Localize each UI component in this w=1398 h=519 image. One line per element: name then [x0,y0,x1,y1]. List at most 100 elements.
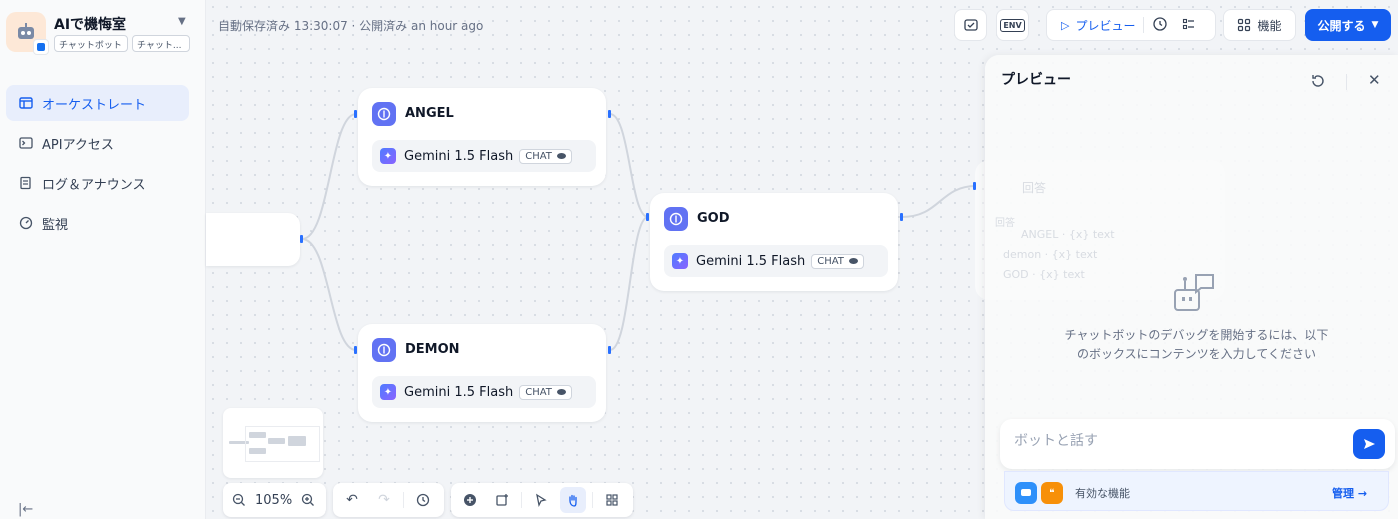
llm-node-god[interactable]: GOD ✦ Gemini 1.5 Flash CHAT [650,193,898,291]
zoom-out-icon[interactable] [229,487,249,513]
zoom-level[interactable]: 105% [255,492,293,508]
node-handle[interactable] [900,213,903,221]
manage-features-link[interactable]: 管理 → [1332,487,1368,500]
llm-node-angel[interactable]: ANGEL ✦ Gemini 1.5 Flash CHAT [358,88,606,186]
model-name: Gemini 1.5 Flash [404,384,514,400]
collapse-sidebar-icon[interactable]: |← [18,502,34,517]
preview-title: プレビュー [1001,72,1071,88]
publish-button[interactable]: 公開する ▼ [1305,9,1391,41]
mode-label: CHAT [817,255,844,267]
nav-item-logs[interactable]: ログ＆アナウンス [6,165,189,201]
nav-label: ログ＆アナウンス [42,177,146,193]
llm-node-icon [372,338,396,362]
model-selector[interactable]: ✦ Gemini 1.5 Flash CHAT [372,140,596,172]
preview-button[interactable]: プレビュー [1075,18,1136,33]
canvas-toolbar [451,483,633,517]
nav-item-monitor[interactable]: 監視 [6,205,189,241]
close-icon[interactable]: ✕ [1368,71,1381,89]
features-button[interactable]: 機能 [1223,9,1296,41]
checklist-button[interactable] [954,9,987,41]
chat-input-box [1000,419,1395,469]
play-icon[interactable]: ▷ [1061,18,1070,32]
reset-icon[interactable] [1310,73,1328,91]
app-tag: チャット... [132,35,190,52]
nav-label: オーケストレート [42,97,147,113]
hand-icon[interactable] [560,487,586,513]
node-handle[interactable] [354,110,357,118]
history-toolbar: ↶ ↷ [333,483,444,517]
eye-icon [848,258,858,264]
autosave-status: 自動保存済み 13:30:07 · 公開済み an hour ago [218,19,484,33]
node-handle[interactable] [646,213,649,221]
node-handle[interactable] [354,346,357,354]
app-type-icon [33,39,49,55]
env-icon: ENV [1000,18,1025,32]
terminal-icon [18,135,34,151]
chevron-down-icon[interactable]: ▼ [178,16,186,27]
nav-label: APIアクセス [42,137,114,153]
start-node[interactable] [206,213,300,266]
log-icon [18,175,34,191]
node-handle[interactable] [300,235,303,243]
send-button[interactable] [1353,429,1385,459]
add-node-icon[interactable] [457,487,483,513]
app-header[interactable]: AIで機悔室 ▼ チャットボット チャット... [6,12,200,58]
nav-label: 監視 [42,217,69,233]
node-handle[interactable] [608,346,611,354]
mode-badge: CHAT [519,148,572,164]
node-title: DEMON [405,342,460,357]
add-note-icon[interactable] [489,487,515,513]
answer-var: ANGEL · {x} text [1021,228,1115,241]
node-handle[interactable] [973,182,976,190]
chat-input[interactable] [1014,433,1334,449]
llm-node-demon[interactable]: DEMON ✦ Gemini 1.5 Flash CHAT [358,324,606,422]
app-tag: チャットボット [54,35,128,52]
layout-icon [18,95,34,111]
gauge-icon [18,215,34,231]
publish-label: 公開する [1317,18,1366,33]
gemini-icon: ✦ [672,253,688,269]
model-selector[interactable]: ✦ Gemini 1.5 Flash CHAT [664,245,888,277]
undo-icon[interactable]: ↶ [346,492,358,508]
run-history-icon[interactable] [1152,16,1168,35]
model-selector[interactable]: ✦ Gemini 1.5 Flash CHAT [372,376,596,408]
robot-icon [18,23,34,39]
pointer-icon[interactable] [528,487,554,513]
send-icon [1364,439,1375,449]
checklist-icon [963,19,978,31]
mode-label: CHAT [525,150,552,162]
nav-item-orchestrate[interactable]: オーケストレート [6,85,189,121]
answer-node-sub: 回答 [995,218,1015,229]
mode-label: CHAT [525,386,552,398]
answer-node-title: 回答 [1022,181,1047,195]
conversation-opener-icon [1015,482,1037,504]
sidebar: AIで機悔室 ▼ チャットボット チャット... オーケストレート APIアクセ… [0,0,206,519]
preview-group: ▷ プレビュー [1046,9,1216,41]
node-handle[interactable] [608,110,611,118]
eye-icon [556,389,566,395]
nav-item-api-access[interactable]: APIアクセス [6,125,189,161]
llm-node-icon [372,102,396,126]
checklist-icon[interactable] [1182,17,1196,34]
redo-icon[interactable]: ↷ [378,492,390,508]
grid-icon [1238,18,1251,32]
mode-badge: CHAT [811,253,864,269]
zoom-toolbar: 105% [223,483,326,517]
mode-badge: CHAT [519,384,572,400]
answer-var: GOD · {x} text [1003,268,1085,281]
minimap[interactable] [223,408,323,478]
enabled-features-label: 有効な機能 [1075,487,1130,500]
organize-icon[interactable] [599,487,625,513]
gemini-icon: ✦ [380,148,396,164]
model-name: Gemini 1.5 Flash [696,253,806,269]
model-name: Gemini 1.5 Flash [404,148,514,164]
node-title: ANGEL [405,106,454,121]
env-button[interactable]: ENV [996,9,1029,41]
node-title: GOD [697,211,730,226]
answer-var: demon · {x} text [1003,248,1098,261]
history-icon[interactable] [410,487,436,513]
zoom-in-icon[interactable] [298,487,318,513]
preview-panel: プレビュー ✕ 回答 回答 ANGEL · {x} text demon · {… [985,55,1398,519]
empty-state-text: チャットボットのデバッグを開始するには、以下のボックスにコンテンツを入力してくだ… [1064,328,1329,361]
